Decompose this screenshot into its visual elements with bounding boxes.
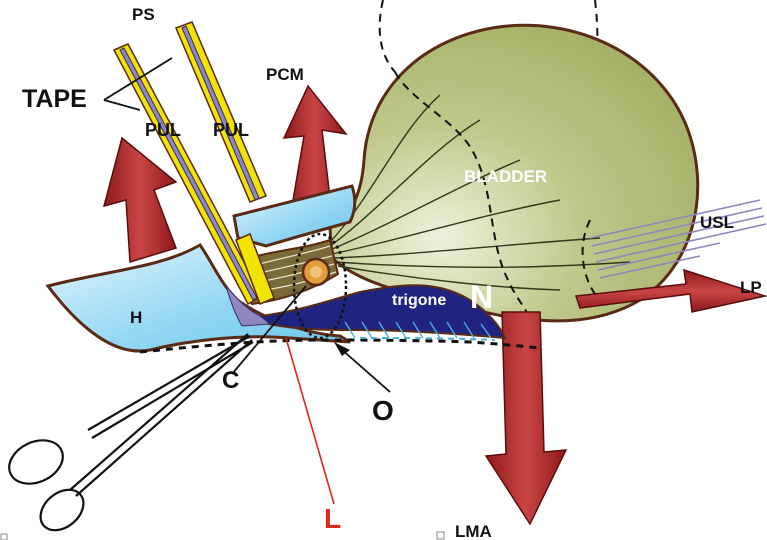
pcm-arrow-left (102, 136, 178, 263)
corner-marker-left (0, 533, 8, 540)
label-o: O (372, 395, 394, 426)
vaginal-dashed-line-blue (359, 337, 496, 341)
label-pcm: PCM (266, 65, 304, 84)
scissors-icon (8, 333, 254, 532)
label-c: C (222, 367, 239, 394)
label-pul-right: PUL (213, 120, 249, 140)
label-trigone: trigone (392, 292, 446, 309)
label-ps: PS (132, 5, 155, 24)
h-upper-shelf (232, 184, 357, 248)
lma-arrow (484, 311, 568, 526)
tape-right (175, 21, 275, 305)
label-lma: LMA (455, 522, 492, 540)
pointer-lines (103, 57, 391, 393)
bladder-striations (329, 94, 631, 291)
lp-arrow (574, 268, 767, 313)
label-h: H (130, 308, 142, 327)
bladder-inner-dashed (394, 71, 531, 319)
bladder-inner-dashed-2 (581, 219, 601, 301)
label-tape: TAPE (22, 85, 87, 113)
pcm-arrow-center (282, 84, 348, 207)
label-pul-left: PUL (145, 120, 181, 140)
l-line (285, 337, 335, 505)
label-bladder: BLADDER (464, 167, 547, 186)
label-usl: USL (700, 213, 734, 232)
usl-ligament (589, 199, 767, 279)
trigone-hatching (344, 321, 492, 339)
o-arrow-head (334, 342, 350, 356)
label-l: L (324, 503, 341, 534)
vaginal-dashed-line (139, 338, 541, 354)
corner-marker-right (436, 531, 445, 540)
trigone (245, 284, 507, 340)
label-n: N (470, 279, 493, 315)
o-dotted-ellipse (292, 232, 348, 340)
pul-band-lower (225, 285, 272, 327)
label-lp: LP (740, 278, 762, 297)
